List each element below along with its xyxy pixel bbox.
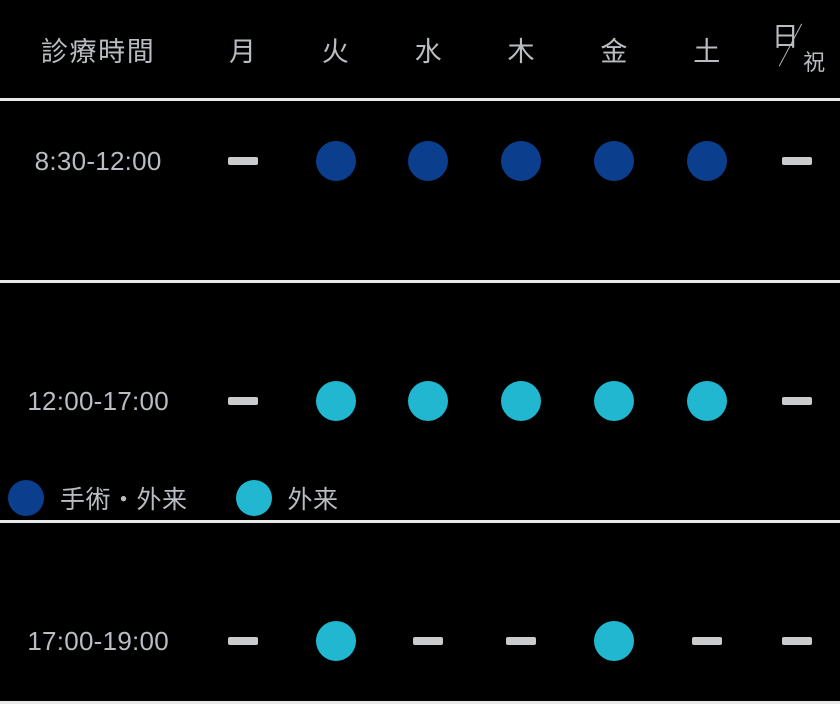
- header-day-sat: 土: [693, 36, 721, 67]
- table-row: 12:00-17:00: [0, 341, 840, 461]
- header-rule: [0, 98, 840, 101]
- outpatient-dot-icon: [315, 621, 356, 661]
- row-time-1: 12:00-17:00: [27, 385, 169, 416]
- outpatient-dot-icon: [501, 381, 542, 421]
- outpatient-dot-icon: [235, 480, 272, 516]
- dash-icon: [506, 636, 537, 645]
- cell-0-wed: [382, 101, 475, 221]
- cell-1-sat: [661, 341, 754, 461]
- row-separator: [0, 221, 840, 341]
- surgery-outpatient-dot-icon: [315, 141, 356, 181]
- header-day-sun-holiday: 日 祝: [753, 0, 840, 98]
- header-day-mon: 月: [228, 36, 257, 67]
- surgery-outpatient-dot-icon: [408, 141, 449, 181]
- cell-0-sun: [753, 101, 840, 221]
- cell-0-thu: [475, 101, 568, 221]
- header-time-label: 診療時間: [40, 36, 156, 67]
- header-day-wed: 水: [414, 36, 443, 67]
- dash-icon: [227, 396, 258, 405]
- dash-icon: [781, 156, 812, 165]
- schedule-table: 診療時間 月 火 水 木 金 土 日 祝: [0, 0, 840, 98]
- surgery-outpatient-dot-icon: [687, 141, 727, 181]
- outpatient-dot-icon: [687, 381, 727, 421]
- surgery-outpatient-dot-icon: [501, 141, 542, 181]
- dash-icon: [227, 636, 258, 645]
- cell-2-wed: [382, 581, 475, 701]
- legend-label-surgery-outpatient: 手術・外来: [60, 486, 188, 514]
- table-header: 診療時間 月 火 水 木 金 土 日 祝: [0, 0, 840, 98]
- legend-item-outpatient: 外来: [235, 480, 339, 516]
- surgery-outpatient-dot-icon: [8, 480, 44, 516]
- outpatient-dot-icon: [408, 381, 449, 421]
- legend: 手術・外来 外来: [0, 480, 840, 516]
- row-time-0: 8:30-12:00: [34, 145, 162, 176]
- outpatient-dot-icon: [594, 381, 635, 421]
- dash-icon: [227, 156, 258, 165]
- cell-2-tue: [289, 581, 382, 701]
- cell-1-sun: [753, 341, 840, 461]
- dash-icon: [781, 636, 812, 645]
- cell-2-fri: [568, 581, 661, 701]
- cell-1-wed: [382, 341, 475, 461]
- outpatient-dot-icon: [315, 381, 356, 421]
- cell-2-thu: [475, 581, 568, 701]
- row-time-2: 17:00-19:00: [27, 625, 169, 656]
- header-day-thu: 木: [507, 36, 536, 67]
- cell-1-mon: [196, 341, 289, 461]
- cell-0-fri: [568, 101, 661, 221]
- table-row: 8:30-12:00: [0, 101, 840, 221]
- cell-2-sat: [661, 581, 754, 701]
- cell-1-thu: [475, 341, 568, 461]
- cell-0-mon: [196, 101, 289, 221]
- cell-1-tue: [289, 341, 382, 461]
- cell-0-tue: [289, 101, 382, 221]
- cell-0-sat: [661, 101, 754, 221]
- dash-icon: [413, 636, 444, 645]
- surgery-outpatient-dot-icon: [594, 141, 635, 181]
- legend-item-surgery-outpatient: 手術・外来: [8, 480, 188, 516]
- dash-icon: [692, 636, 722, 645]
- row-separator: [0, 461, 840, 581]
- row-rule: [0, 279, 840, 283]
- cell-1-fri: [568, 341, 661, 461]
- header-holiday-label: 祝: [803, 49, 826, 75]
- cell-2-sun: [753, 581, 840, 701]
- cell-2-mon: [196, 581, 289, 701]
- legend-label-outpatient: 外来: [287, 486, 339, 514]
- outpatient-dot-icon: [594, 621, 635, 661]
- table-row: 17:00-19:00: [0, 581, 840, 701]
- schedule-body-table: 8:30-12:00 12:00-17:00: [0, 101, 840, 701]
- header-day-fri: 金: [600, 36, 628, 67]
- dash-icon: [781, 396, 812, 405]
- row-rule: [0, 519, 840, 523]
- header-day-tue: 火: [321, 36, 350, 67]
